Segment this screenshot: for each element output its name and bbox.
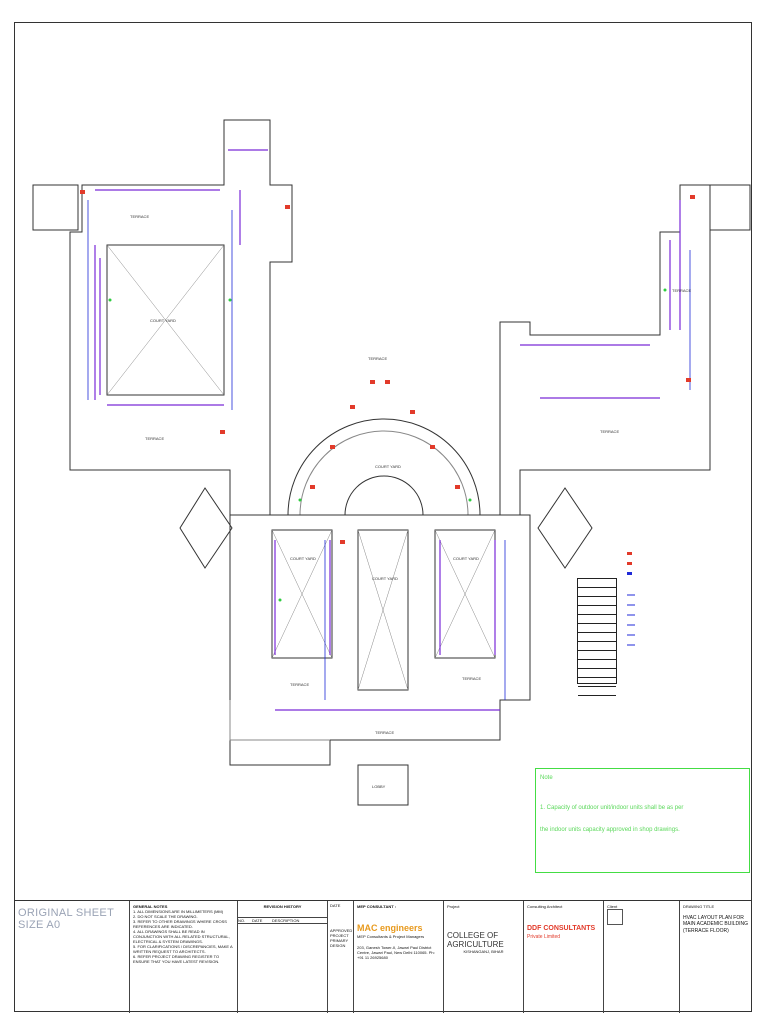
auditorium-inner-arc (344, 475, 424, 516)
architect-cell: Consulting Architect DDF CONSULTANTS Pri… (524, 901, 604, 1013)
checked-field: DESIGN (330, 943, 346, 948)
label-terrace-nw: TERRACE (130, 214, 149, 219)
checked-field: APPROVED (330, 928, 353, 933)
notes-title: Note (540, 775, 553, 781)
east-stair-block (709, 184, 751, 231)
west-stair-block (32, 184, 79, 231)
checked-field: PRIMARY (330, 938, 349, 943)
label-court-se: COURT YARD (453, 556, 479, 561)
sw-courtyard (271, 529, 333, 659)
title-block: ORIGINAL SHEET SIZE A0 GENERAL NOTES 1. … (14, 900, 752, 1013)
general-note: 5. FOR CLARIFICATIONS / DISCREPANCIES, M… (133, 944, 233, 954)
label-terrace-se: TERRACE (462, 676, 481, 681)
client-logo (607, 909, 623, 925)
architect-firm-sub: Private Limited (527, 933, 561, 940)
general-note: 6. REFER PROJECT DRAWING REGISTER TO ENS… (133, 954, 220, 964)
project-label: Project (447, 904, 460, 909)
revision-history-title: REVISION HISTORY (263, 904, 302, 909)
general-note: 2. DO NOT SCALE THE DRAWING. (133, 914, 198, 919)
revision-cell: REVISION HISTORY NO. DATE DESCRIPTION (238, 901, 328, 1013)
label-court-c: COURT YARD (372, 576, 398, 581)
architect-label: Consulting Architect (527, 904, 563, 909)
west-wing-outline (69, 119, 293, 516)
label-terrace-e: TERRACE (600, 429, 619, 434)
west-courtyard (106, 244, 225, 396)
label-court-west: COURT YARD (150, 318, 176, 323)
hvac-piping (94, 149, 681, 711)
label-lobby: LOBBY (372, 784, 386, 789)
general-note: 1. ALL DIMENSIONS ARE IN MILLIMETERS (MM… (133, 909, 224, 914)
auditorium-outer-arc (287, 418, 481, 516)
indoor-units (80, 190, 695, 544)
east-porch (537, 487, 593, 569)
checked-field: DATE (330, 903, 341, 908)
drawing-title-cell: DRAWING TITLE HVAC LAYOUT PLAN FOR MAIN … (680, 901, 752, 1013)
floor-plan: TERRACE COURT YARD TERRACE TERRACE TERRA… (32, 119, 751, 806)
checked-cell: DATE APPROVED PROJECT PRIMARY DESIGN (328, 901, 354, 1013)
label-court-aud: COURT YARD (375, 464, 401, 469)
notes-box: Note 1. Capacity of outdoor unit/indoor … (535, 768, 750, 873)
sheet-size-label: ORIGINAL SHEET SIZE A0 (18, 907, 114, 931)
mep-address: 203, Ganesh Tower-II, Jawari Paul Distri… (357, 945, 435, 961)
general-note: 4. ALL DRAWINGS SHALL BE READ IN CONJUNC… (133, 929, 230, 944)
legend-table (577, 578, 617, 696)
label-court-sw: COURT YARD (290, 556, 316, 561)
drawing-title: HVAC LAYOUT PLAN FOR MAIN ACADEMIC BUILD… (683, 915, 749, 934)
sheet-size-cell: ORIGINAL SHEET SIZE A0 (14, 901, 130, 1013)
general-notes-title: GENERAL NOTES (133, 904, 168, 909)
rev-col-no: NO. (238, 918, 246, 923)
architect-firm: DDF CONSULTANTS (527, 925, 596, 932)
client-label: Client (607, 904, 618, 909)
mep-tagline: MEP Consultants & Project Managers (357, 934, 425, 940)
mep-cell: MEP CONSULTANT : MAC engineers MEP Consu… (354, 901, 444, 1013)
east-wing-outline (499, 184, 711, 516)
general-notes-cell: GENERAL NOTES 1. ALL DIMENSIONS ARE IN M… (130, 901, 238, 1013)
mep-consultant-label: MEP CONSULTANT : (357, 904, 397, 909)
general-note: 3. REFER TO OTHER DRAWINGS WHERE CROSS R… (133, 919, 227, 929)
legend-symbols (625, 548, 649, 584)
rev-col-desc: DESCRIPTION (272, 918, 300, 923)
west-porch (179, 487, 233, 569)
label-terrace-aud: TERRACE (368, 356, 387, 361)
south-entrance-block (357, 764, 409, 806)
note-line-1: 1. Capacity of outdoor unit/indoor units… (540, 805, 684, 811)
drawing-sheet (14, 22, 752, 1012)
project-cell: Project COLLEGE OF AGRICULTURE KISHANGAN… (444, 901, 524, 1013)
rev-col-date: DATE (252, 918, 263, 923)
project-name: COLLEGE OF AGRICULTURE (447, 931, 504, 949)
label-terrace-s: TERRACE (375, 730, 394, 735)
south-block-outline (229, 514, 531, 766)
label-terrace-sw: TERRACE (290, 682, 309, 687)
client-cell: Client (604, 901, 680, 1013)
legend-key (625, 590, 657, 660)
note-line-2: the indoor units capacity approved in sh… (540, 827, 680, 833)
label-terrace-ne: TERRACE (672, 288, 691, 293)
checked-field: PROJECT (330, 933, 349, 938)
drawing-title-label: DRAWING TITLE (683, 904, 715, 909)
central-courtyard (357, 529, 409, 691)
mep-firm-name: MAC engineers (357, 923, 423, 933)
project-place: KISHANGANJ, BIHAR (463, 949, 504, 954)
label-terrace-w: TERRACE (145, 436, 164, 441)
